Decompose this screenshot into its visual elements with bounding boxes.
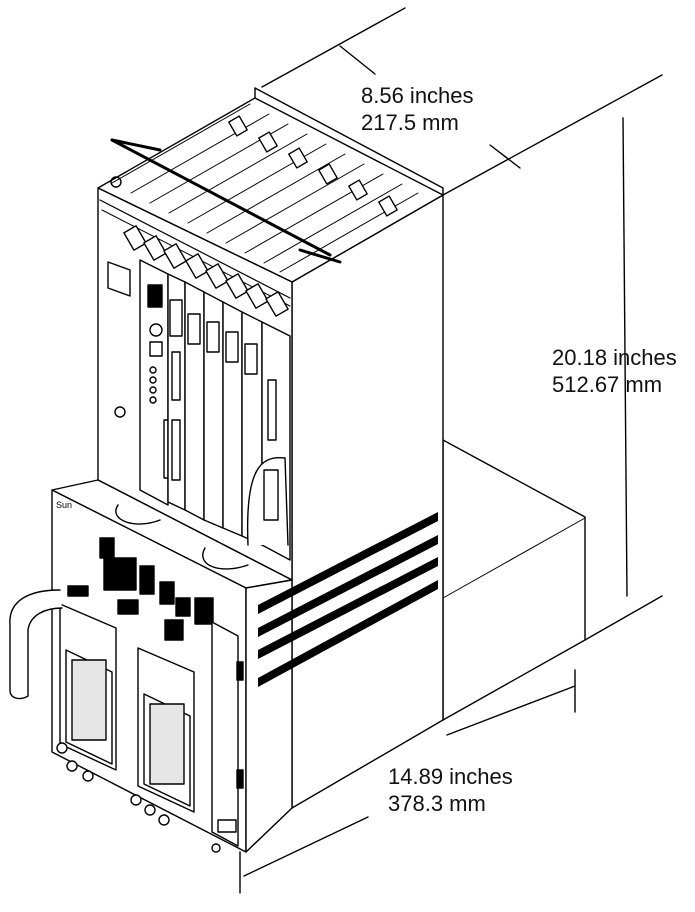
sun-logo-text: Sun bbox=[56, 500, 72, 510]
depth-inches: 14.89 inches bbox=[388, 764, 513, 789]
sun-logo: Sun bbox=[56, 500, 72, 510]
tray-side-slot bbox=[211, 621, 244, 853]
depth-label: 14.89 inches 378.3 mm bbox=[388, 763, 513, 817]
card-rails bbox=[99, 103, 419, 307]
height-label: 20.18 inches 512.67 mm bbox=[552, 344, 677, 398]
height-mm: 512.67 mm bbox=[552, 372, 663, 397]
cpu-board bbox=[139, 259, 173, 506]
width-dimension-line bbox=[261, 7, 663, 196]
top-handle bbox=[110, 138, 342, 264]
power-supply-2 bbox=[130, 647, 195, 826]
tray-handle bbox=[9, 589, 63, 700]
height-dimension-line bbox=[584, 117, 663, 641]
card-latches bbox=[123, 115, 398, 317]
tray-connectors bbox=[67, 537, 214, 641]
width-label: 8.56 inches 217.5 mm bbox=[361, 82, 474, 136]
rear-block bbox=[442, 439, 586, 721]
left-panel-block bbox=[107, 176, 131, 418]
cage-side-handle bbox=[246, 456, 289, 546]
height-inches: 20.18 inches bbox=[552, 345, 677, 370]
width-mm: 217.5 mm bbox=[361, 110, 459, 135]
width-inches: 8.56 inches bbox=[361, 83, 474, 108]
depth-dimension-line bbox=[239, 669, 576, 894]
side-stripes bbox=[258, 512, 438, 687]
depth-mm: 378.3 mm bbox=[388, 791, 486, 816]
power-supply-1 bbox=[56, 603, 117, 782]
